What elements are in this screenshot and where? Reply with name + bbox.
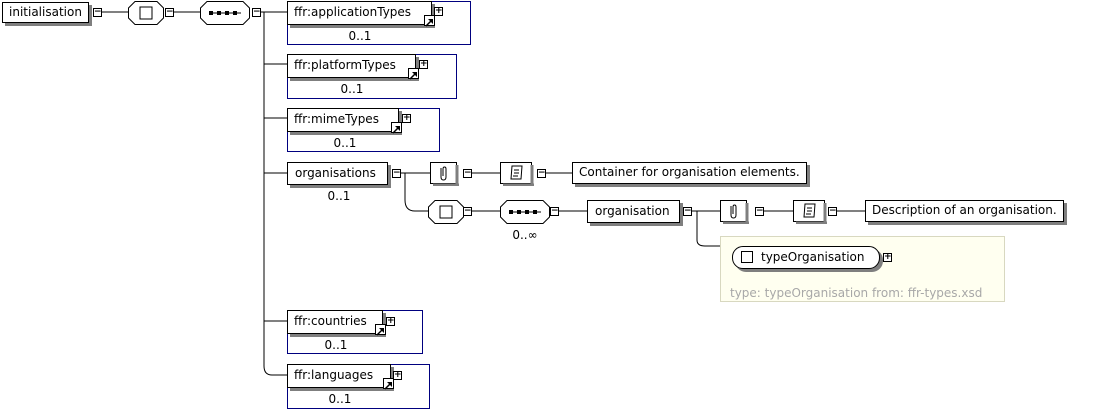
element-label: ffr:countries <box>294 314 367 328</box>
element-label: ffr:mimeTypes <box>294 112 379 126</box>
annotation-text: Container for organisation elements. <box>579 165 800 179</box>
collapse-icon[interactable]: − <box>683 206 692 216</box>
collapse-icon[interactable]: − <box>463 206 472 216</box>
cardinality: 0..1 <box>340 82 364 96</box>
sequence-icon[interactable] <box>500 200 550 224</box>
annotation-icon[interactable] <box>720 200 750 224</box>
annotation-text: Description of an organisation. <box>872 203 1057 217</box>
annotation-icon[interactable] <box>430 162 460 186</box>
cardinality: 0..1 <box>348 29 372 43</box>
documentation-icon[interactable] <box>500 162 536 186</box>
reference-arrow-icon <box>391 122 402 134</box>
collapse-icon[interactable]: − <box>165 7 174 17</box>
expand-icon[interactable]: + <box>386 316 395 326</box>
element-mimeTypes[interactable]: ffr:mimeTypes <box>287 108 399 132</box>
element-label: typeOrganisation <box>761 250 865 264</box>
cardinality: 0..∞ <box>512 228 538 242</box>
collapse-icon[interactable]: − <box>93 7 102 17</box>
collapse-icon[interactable]: − <box>755 206 764 216</box>
cardinality: 0..1 <box>327 189 351 203</box>
cardinality: 0..1 <box>328 392 352 406</box>
element-applicationTypes[interactable]: ffr:applicationTypes <box>287 1 432 25</box>
element-typeOrganisation[interactable]: typeOrganisation <box>732 246 880 269</box>
element-languages[interactable]: ffr:languages <box>287 364 391 388</box>
choice-icon[interactable] <box>428 200 464 224</box>
collapse-icon[interactable]: − <box>537 168 546 178</box>
annotation-organisation: Description of an organisation. <box>865 200 1064 222</box>
expand-icon[interactable]: + <box>419 59 428 69</box>
expand-icon[interactable]: + <box>883 252 892 262</box>
element-label: ffr:platformTypes <box>294 58 396 72</box>
reference-arrow-icon <box>375 324 386 336</box>
element-label: ffr:applicationTypes <box>294 5 412 19</box>
collapse-icon[interactable]: − <box>463 168 472 178</box>
choice-square-icon <box>741 251 753 263</box>
element-label: organisation <box>595 204 670 218</box>
element-label: ffr:languages <box>294 368 374 382</box>
type-info: type: typeOrganisation from: ffr-types.x… <box>730 286 983 300</box>
choice-icon[interactable] <box>128 1 164 25</box>
collapse-icon[interactable]: − <box>392 168 401 178</box>
expand-icon[interactable]: + <box>393 370 402 380</box>
collapse-icon[interactable]: − <box>252 7 261 17</box>
cardinality: 0..1 <box>324 338 348 352</box>
element-platformTypes[interactable]: ffr:platformTypes <box>287 54 416 78</box>
element-organisations[interactable]: organisations <box>287 162 388 185</box>
reference-arrow-icon <box>424 15 435 27</box>
collapse-icon[interactable]: − <box>828 206 837 216</box>
root-element-label: initialisation <box>9 5 82 19</box>
element-label: organisations <box>295 166 376 180</box>
expand-icon[interactable]: + <box>434 6 443 16</box>
reference-arrow-icon <box>383 378 394 390</box>
collapse-icon[interactable]: − <box>550 206 559 216</box>
element-countries[interactable]: ffr:countries <box>287 310 383 334</box>
cardinality: 0..1 <box>333 136 357 150</box>
annotation-organisations: Container for organisation elements. <box>572 162 807 184</box>
sequence-icon[interactable] <box>200 1 250 25</box>
documentation-icon[interactable] <box>793 200 829 224</box>
element-organisation[interactable]: organisation <box>587 200 680 223</box>
reference-arrow-icon <box>408 68 419 80</box>
expand-icon[interactable]: + <box>402 113 411 123</box>
root-element-initialisation[interactable]: initialisation <box>2 2 89 23</box>
